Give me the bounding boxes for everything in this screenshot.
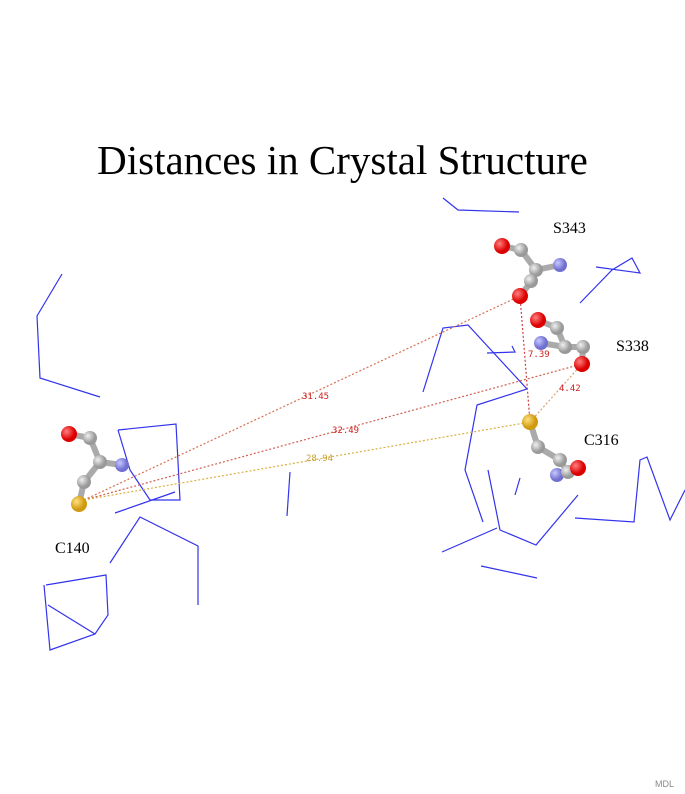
- distance-label: 7.39: [528, 350, 550, 360]
- watermark: MDL: [655, 779, 675, 789]
- residue-label-c140: C140: [55, 540, 90, 557]
- distance-line-4-42: [529, 363, 583, 423]
- distance-label: 32.49: [332, 426, 359, 436]
- residue-c140-atoms: [61, 426, 129, 512]
- residue-s343-atoms: [494, 238, 567, 304]
- distance-line-28-94: [83, 421, 531, 501]
- residue-label-s343: S343: [553, 220, 586, 237]
- residue-label-c316: C316: [584, 432, 619, 449]
- bonds: [66, 243, 587, 507]
- residue-c316-atoms: [522, 414, 586, 482]
- residue-label-s338: S338: [616, 338, 649, 355]
- distance-label: 31.45: [302, 392, 329, 402]
- page-title: Distances in Crystal Structure: [97, 137, 588, 183]
- distance-label: 28.94: [306, 454, 333, 464]
- distance-line-31-45: [83, 295, 521, 501]
- distance-line-7-39: [519, 295, 531, 423]
- distance-lines: [83, 295, 583, 501]
- backbone-wireframe: [36, 197, 685, 651]
- distance-label: 4.42: [559, 384, 581, 394]
- residue-s338-atoms: [530, 312, 590, 372]
